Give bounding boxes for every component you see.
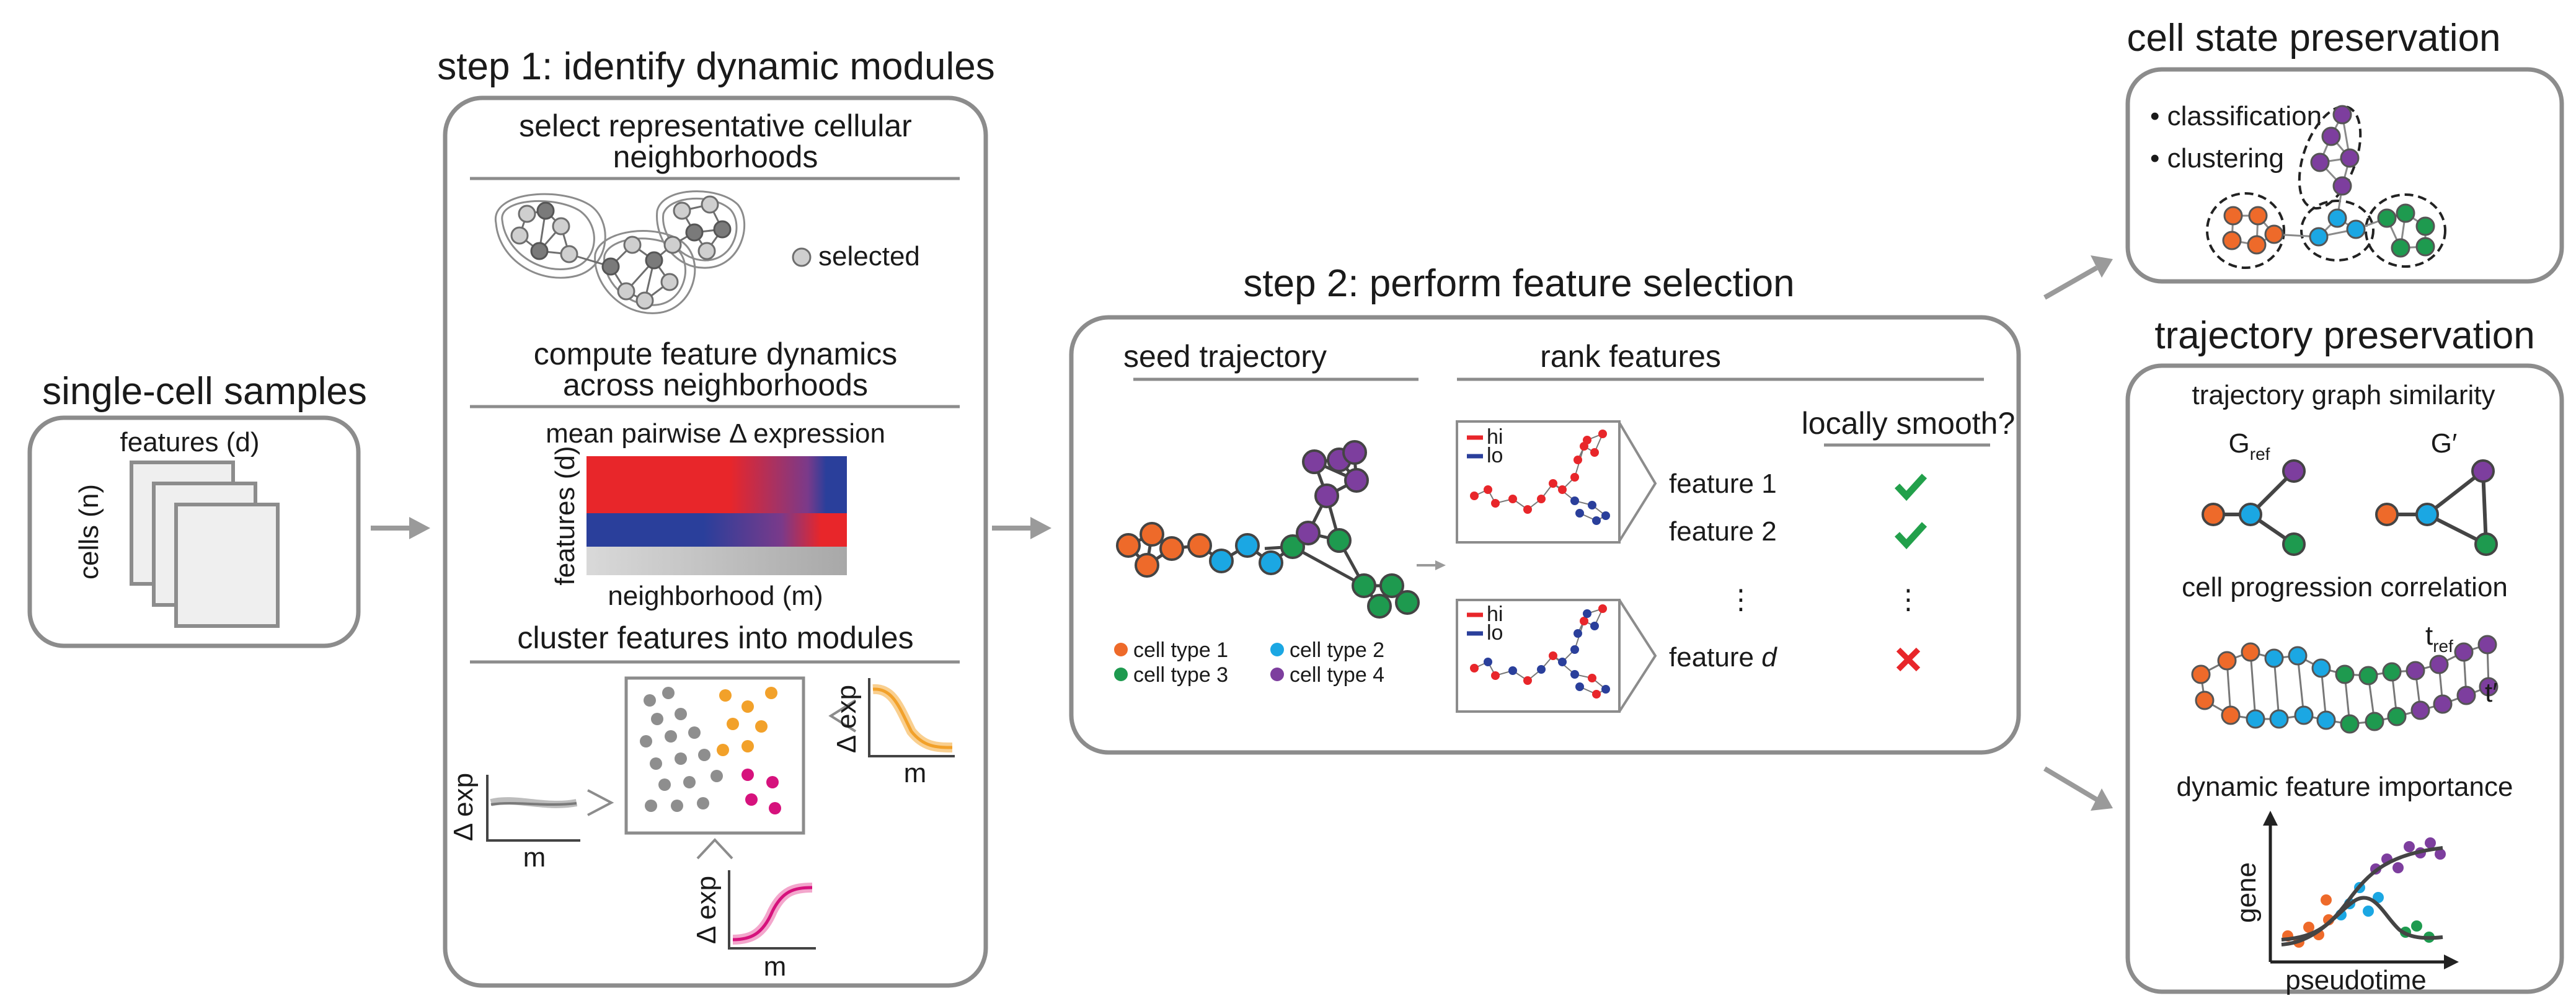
importance-label: dynamic feature importance	[2177, 772, 2513, 802]
cell-state-graph	[2206, 105, 2446, 269]
mini-plot-orange	[828, 678, 955, 757]
t-ref-label: tref	[2425, 620, 2453, 656]
mini-ylabel-orange: Δ exp	[831, 685, 862, 753]
feature-map-bottom	[1456, 599, 1657, 713]
bullet-clustering: • clustering	[2150, 143, 2284, 174]
selected-label: selected	[818, 241, 920, 271]
step2-panel: step 2: perform feature selection seed t…	[1069, 262, 2021, 755]
seed-trajectory-graph	[1116, 440, 1420, 619]
smooth-ellipsis: ⋮	[1895, 584, 1922, 615]
flow-arrows	[371, 255, 2113, 811]
samples-panel: single-cell samples features (d) cells (…	[27, 370, 367, 648]
feature-map-top-hi: hi	[1487, 425, 1503, 449]
gene-axis-label: gene	[2231, 862, 2262, 923]
cell-state-title: cell state preservation	[2127, 17, 2500, 60]
pseudotime-axis-label: pseudotime	[2285, 965, 2426, 995]
feature-2-label: feature 2	[1669, 516, 1777, 547]
mini-plot-gray	[486, 775, 614, 842]
mini-xlabel-orange: m	[904, 758, 927, 788]
neighborhood-graph	[495, 190, 746, 314]
step1-title: step 1: identify dynamic modules	[437, 45, 994, 88]
section2-line2: across neighborhoods	[563, 368, 868, 402]
legend-cell-type-3: cell type 3	[1133, 663, 1228, 687]
module-scatter	[640, 687, 781, 814]
g-prime-graph	[2375, 459, 2498, 556]
mini-ylabel-magenta: Δ exp	[691, 876, 722, 944]
cell-type-legend: cell type 1 cell type 2 cell type 3 cell…	[1114, 638, 1384, 687]
check-icon-feature-2	[1894, 522, 1928, 550]
trajectory-title: trajectory preservation	[2154, 314, 2534, 357]
legend-cell-type-4: cell type 4	[1290, 663, 1384, 687]
mini-ylabel-gray: Δ exp	[448, 773, 479, 841]
samples-title: single-cell samples	[42, 370, 367, 413]
smooth-header: locally smooth?	[1802, 406, 2016, 441]
section2-line1: compute feature dynamics	[534, 337, 897, 371]
section1-line2: neighborhoods	[613, 139, 818, 174]
feature-map-top	[1456, 420, 1657, 544]
progression-label: cell progression correlation	[2182, 572, 2508, 602]
feature-ellipsis: ⋮	[1727, 584, 1755, 615]
feature-map-bottom-lo: lo	[1487, 621, 1503, 645]
feature-1-label: feature 1	[1669, 469, 1777, 499]
feature-heatmap	[586, 456, 847, 575]
check-icon-feature-1	[1894, 474, 1928, 501]
step1-panel: step 1: identify dynamic modules select …	[437, 45, 995, 988]
feature-map-bottom-hi: hi	[1487, 602, 1503, 626]
graph-similarity-label: trajectory graph similarity	[2192, 380, 2495, 410]
cross-icon-feature-d	[1896, 647, 1921, 672]
step2-title: step 2: perform feature selection	[1243, 262, 1794, 305]
features-label: features (d)	[120, 427, 260, 457]
legend-cell-type-1: cell type 1	[1133, 638, 1228, 662]
feature-d-label: feature d	[1669, 642, 1777, 672]
mini-xlabel-gray: m	[523, 842, 546, 873]
rank-header: rank features	[1540, 339, 1721, 374]
mini-plot-magenta	[696, 838, 816, 950]
heatmap-title: mean pairwise Δ expression	[546, 418, 885, 449]
feature-map-top-lo: lo	[1487, 444, 1503, 467]
mini-xlabel-magenta: m	[764, 951, 787, 982]
g-prime-label: G′	[2431, 428, 2457, 459]
bullet-classification: • classification	[2150, 101, 2322, 131]
t-prime-label: t′	[2485, 677, 2497, 708]
heatmap-ylabel: features (d)	[550, 446, 580, 586]
section1-line1: select representative cellular	[519, 108, 912, 143]
cells-label: cells (n)	[74, 484, 104, 580]
g-ref-graph	[2202, 459, 2306, 556]
sample-sheets	[130, 461, 280, 628]
seed-header: seed trajectory	[1123, 339, 1327, 374]
section3-title: cluster features into modules	[517, 620, 913, 655]
importance-plot	[2263, 811, 2459, 969]
progression-ladder	[2191, 635, 2499, 734]
legend-cell-type-2: cell type 2	[1290, 638, 1384, 662]
g-ref-label: Gref	[2229, 428, 2270, 464]
trajectory-panel: trajectory preservation trajectory graph…	[2125, 314, 2564, 995]
selected-legend-dot	[792, 247, 812, 267]
cell-state-panel: cell state preservation • classification…	[2125, 17, 2564, 284]
heatmap-xlabel: neighborhood (m)	[608, 581, 823, 611]
